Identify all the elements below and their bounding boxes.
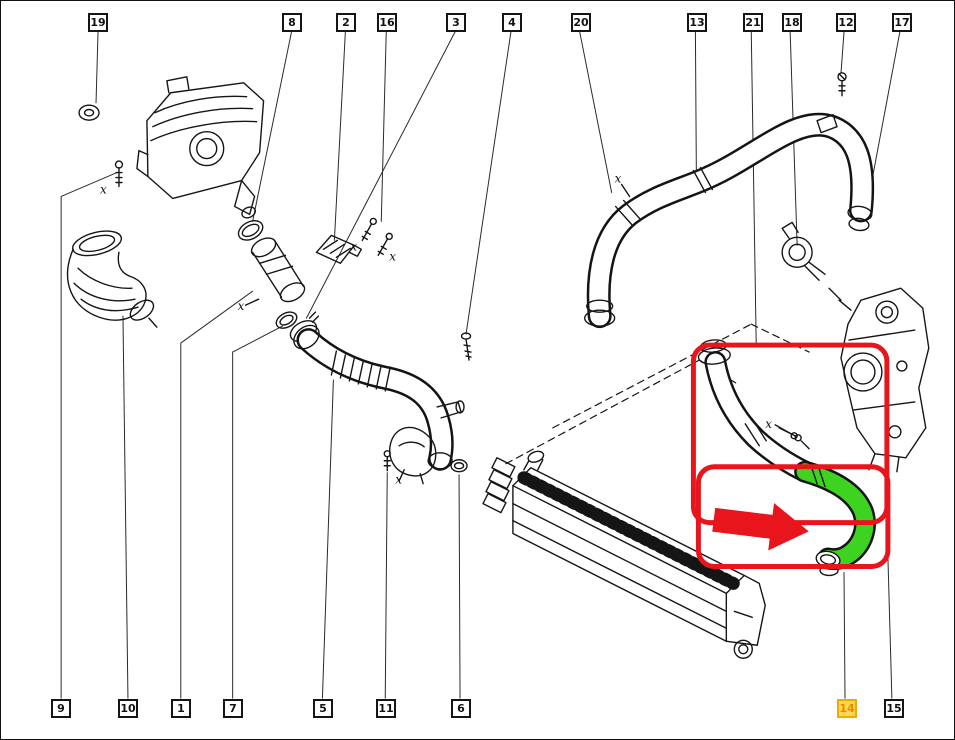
callout-7: 7 [223, 699, 243, 718]
callout-3: 3 [446, 13, 466, 32]
highlight-box-lower [695, 464, 891, 569]
resonator-2 [315, 234, 363, 264]
x-mark: x [100, 182, 107, 196]
callout-13: 13 [687, 13, 707, 32]
x-mark: x [395, 473, 402, 487]
callout-5: 5 [313, 699, 333, 718]
x-mark: x [350, 239, 357, 253]
bolt-9 [114, 160, 124, 188]
callout-4: 4 [502, 13, 522, 32]
screw-12 [837, 72, 847, 97]
callout-10: 10 [118, 699, 138, 718]
intake-hose-5 [293, 324, 465, 471]
turbo-hose-13 [584, 112, 875, 329]
sensor-18 [781, 221, 826, 281]
callout-12: 12 [836, 13, 856, 32]
callout-17: 17 [892, 13, 912, 32]
highlight-arrow-icon [712, 503, 809, 551]
callout-8: 8 [282, 13, 302, 32]
callout-18: 18 [782, 13, 802, 32]
callout-19: 19 [88, 13, 108, 32]
boost-hose-upper [697, 339, 817, 483]
oring-6 [450, 459, 468, 473]
callout-16: 16 [377, 13, 397, 32]
callout-2: 2 [336, 13, 356, 32]
callout-14-highlighted: 14 [837, 699, 857, 718]
intercooler [482, 450, 766, 659]
leader-lines [60, 31, 901, 699]
engine-assembly [778, 287, 930, 473]
x-mark: x [389, 249, 396, 263]
intake-duct-10 [66, 230, 158, 328]
grommet-19 [78, 104, 100, 121]
x-marks: x x x x x x x [100, 172, 772, 487]
callout-9: 9 [51, 699, 71, 718]
callout-20: 20 [571, 13, 591, 32]
air-cleaner-assembly [136, 76, 265, 219]
screws-16 [361, 217, 393, 257]
callout-6: 6 [451, 699, 471, 718]
air-duct-1 [237, 220, 320, 343]
screw-4 [460, 332, 472, 361]
callout-15: 15 [884, 699, 904, 718]
callout-11: 11 [376, 699, 396, 718]
callout-1: 1 [171, 699, 191, 718]
x-mark: x [765, 417, 772, 431]
callout-21: 21 [743, 13, 763, 32]
screw-11 [383, 450, 391, 472]
x-mark: x [238, 299, 245, 313]
x-mark: x [615, 172, 622, 186]
